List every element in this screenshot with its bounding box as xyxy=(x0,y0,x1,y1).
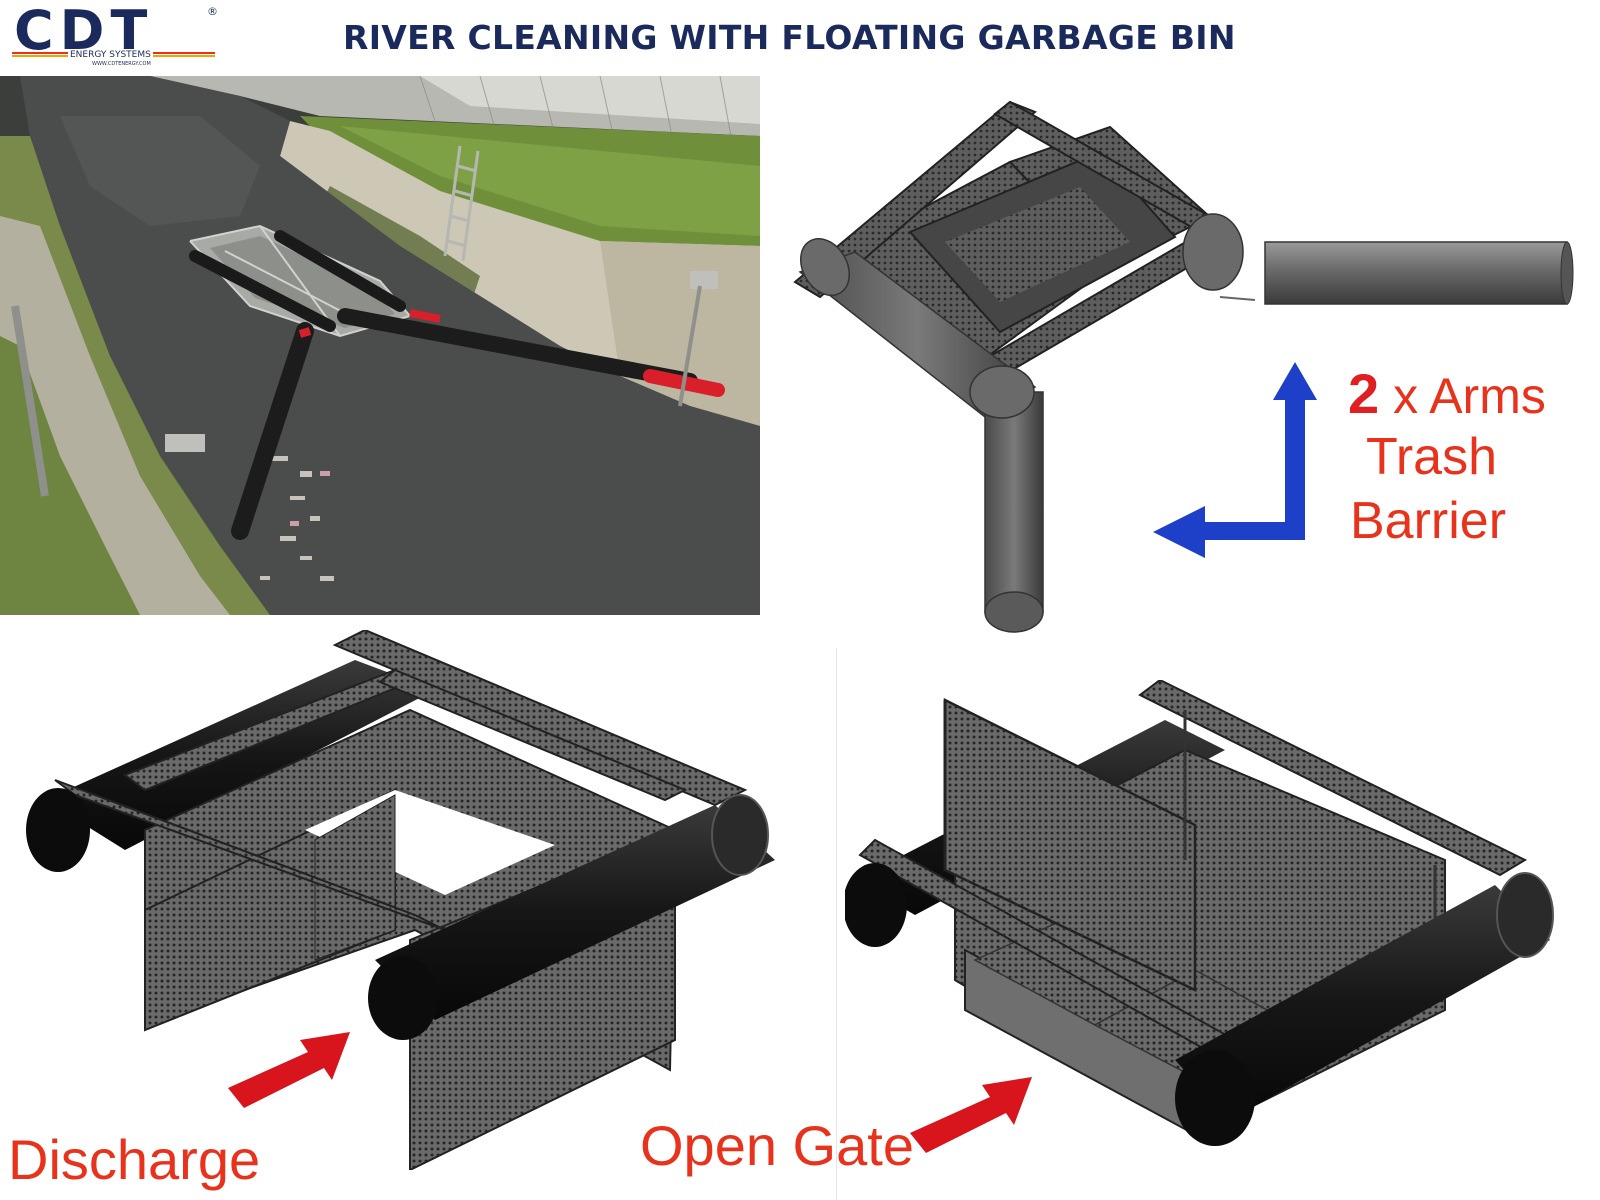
open-gate-label: Open Gate xyxy=(640,1114,914,1177)
logo-website: WWW.CDTENERGY.COM xyxy=(92,61,151,67)
barrier-label: Barrier xyxy=(1350,492,1507,550)
trash-label: Trash xyxy=(1366,428,1497,486)
panel-divider xyxy=(836,648,837,1200)
arms-text: x Arms xyxy=(1393,368,1546,424)
discharge-arrow xyxy=(228,1032,350,1108)
logo-brand-text: CDT xyxy=(14,0,154,62)
bin-discharge-render xyxy=(26,630,775,1170)
bin-with-arms-render xyxy=(793,100,1574,633)
bin-open-gate-render xyxy=(845,680,1554,1146)
logo-registered-mark: ® xyxy=(207,5,218,18)
discharge-label: Discharge xyxy=(8,1128,261,1191)
river-photo xyxy=(0,76,760,615)
arms-count: 2 xyxy=(1348,362,1380,425)
page-title: RIVER CLEANING WITH FLOATING GARBAGE BIN xyxy=(343,18,1236,57)
open-gate-arrow xyxy=(910,1077,1032,1153)
flow-direction-arrows xyxy=(1153,362,1317,558)
arms-label: 2 x Arms xyxy=(1348,366,1546,425)
logo-subtitle: ENERGY SYSTEMS xyxy=(68,50,153,60)
